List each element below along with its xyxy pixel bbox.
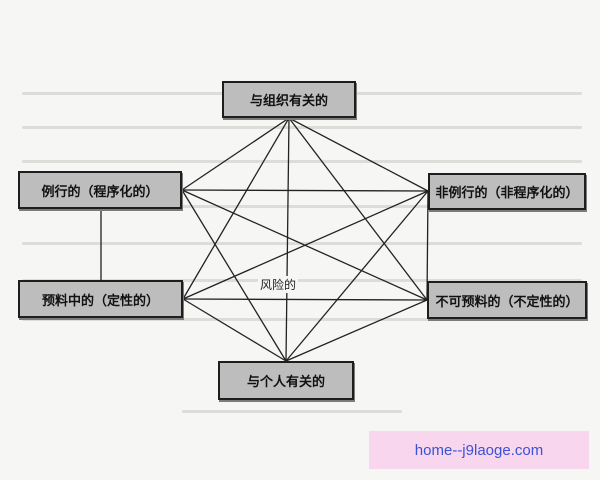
edge-top-right_upper xyxy=(288,117,429,192)
edge-top-bottom xyxy=(285,117,290,362)
faint-background-text-line xyxy=(22,318,562,321)
watermark-url: home--j9laoge.com xyxy=(369,431,589,469)
faint-background-text-line xyxy=(22,126,582,129)
edge-right_upper-bottom xyxy=(285,190,429,362)
center-label-risk: 风险的 xyxy=(258,276,299,293)
edge-left_upper-bottom xyxy=(181,189,287,362)
node-individual-related: 与个人有关的 xyxy=(218,361,354,400)
node-organization-related: 与组织有关的 xyxy=(222,81,356,118)
faint-background-text-line xyxy=(22,205,562,208)
edge-right_lower-bottom xyxy=(285,299,428,362)
node-nonroutine-nonprogrammed: 非例行的（非程序化的） xyxy=(428,173,586,210)
edge-top-left_upper xyxy=(181,117,290,191)
edge-top-left_lower xyxy=(182,117,290,300)
faint-background-text-line xyxy=(182,410,402,413)
faint-background-text-line xyxy=(22,160,582,163)
edge-left_upper-right_upper xyxy=(181,189,429,192)
node-unexpected-uncertain: 不可预料的（不定性的） xyxy=(427,281,587,319)
edge-top-right_lower xyxy=(288,117,428,301)
edge-left_lower-bottom xyxy=(182,298,287,362)
node-routine-programmed: 例行的（程序化的） xyxy=(18,171,182,209)
faint-background-text-line xyxy=(22,279,582,282)
edge-right_upper-left_lower xyxy=(182,190,429,300)
edge-left_lower-right_lower xyxy=(182,298,428,301)
node-expected-qualitative: 预料中的（定性的） xyxy=(18,280,183,318)
